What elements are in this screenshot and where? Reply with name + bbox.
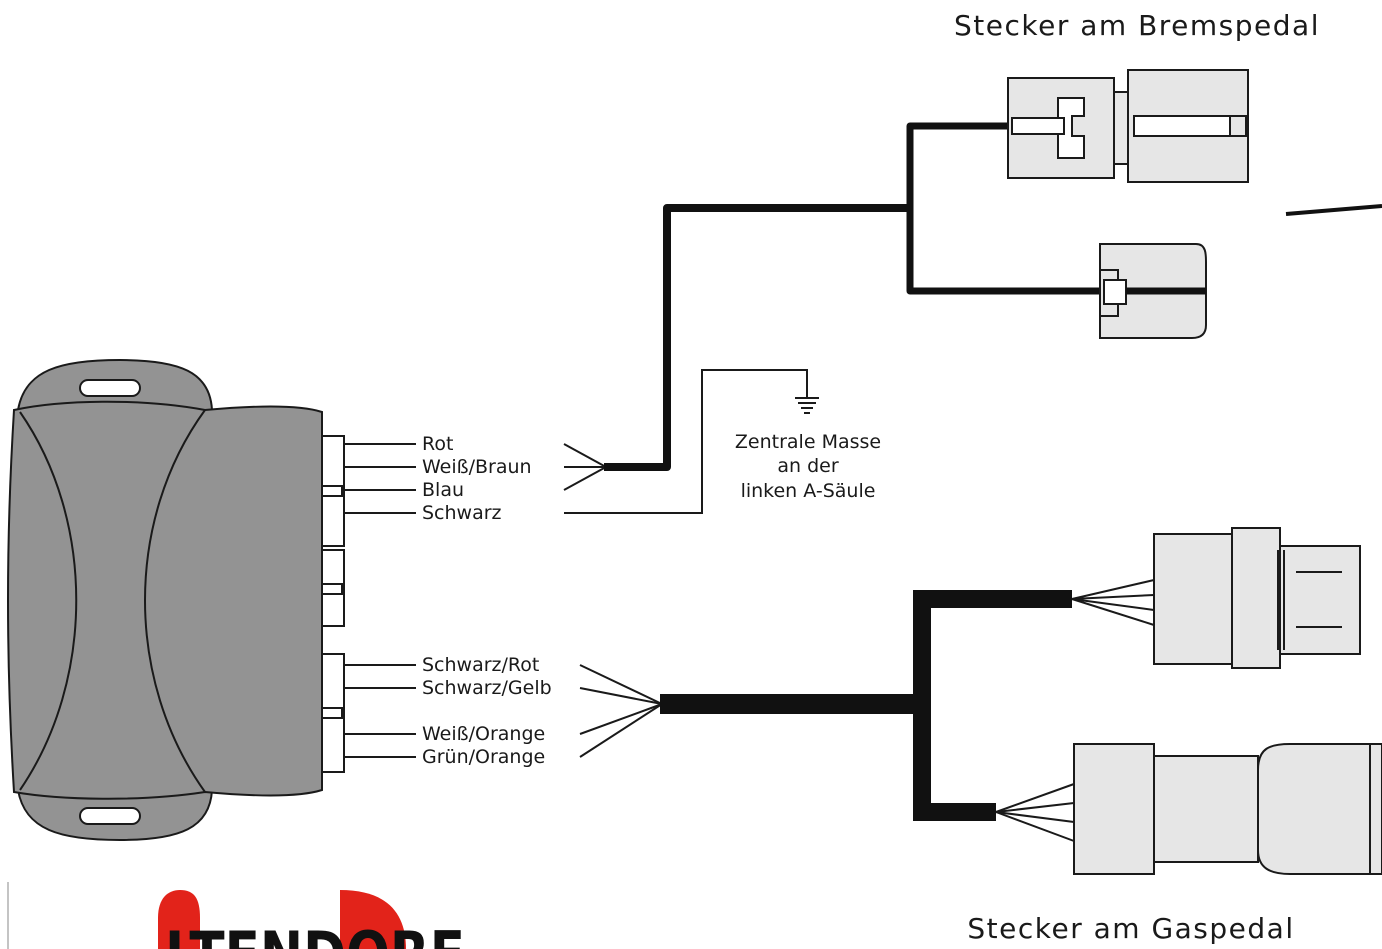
module-contour-left xyxy=(19,411,78,791)
logo-text: LTENDORF xyxy=(165,918,465,949)
module-contour-right xyxy=(144,409,206,793)
module-top-slot xyxy=(79,379,141,397)
control-module xyxy=(7,358,345,842)
wire-label-weiss-braun: Weiß/Braun xyxy=(422,456,532,478)
module-bottom-slot xyxy=(79,807,141,825)
upper-wire-lines xyxy=(344,369,819,514)
wire-label-gruen-orange: Grün/Orange xyxy=(422,746,545,768)
brake-pedal-lever xyxy=(1285,204,1382,216)
logo-red-arch-right xyxy=(340,890,406,949)
wire-label-weiss-orange: Weiß/Orange xyxy=(422,723,545,745)
gas-connector-lower xyxy=(995,743,1382,875)
lower-wire-lines xyxy=(344,664,663,758)
title-brake-connector: Stecker am Bremspedal xyxy=(954,9,1320,42)
brake-cable xyxy=(604,122,1100,471)
brake-connector-switch xyxy=(1099,243,1207,339)
wire-label-schwarz: Schwarz xyxy=(422,502,502,524)
title-gas-connector: Stecker am Gaspedal xyxy=(967,912,1294,945)
gas-cable xyxy=(660,590,1072,821)
ground-label-line2: an der xyxy=(777,455,838,477)
brand-logo: LTENDORF xyxy=(7,882,465,949)
wire-label-schwarz-rot: Schwarz/Rot xyxy=(422,654,539,676)
module-body xyxy=(7,400,323,800)
module-plug-latch-3 xyxy=(321,707,343,719)
wire-label-schwarz-gelb: Schwarz/Gelb xyxy=(422,677,552,699)
module-plug-latch-2 xyxy=(321,583,343,595)
brake-connector-main xyxy=(1007,69,1249,183)
wire-label-rot: Rot xyxy=(422,433,453,455)
ground-label-line3: linken A-Säule xyxy=(741,480,876,502)
module-plug-latch-1 xyxy=(321,485,343,497)
wire-label-blau: Blau xyxy=(422,479,464,501)
ground-label-line1: Zentrale Masse xyxy=(735,431,881,453)
gas-connector-upper xyxy=(1071,527,1361,669)
logo-red-arch-left xyxy=(158,890,200,949)
